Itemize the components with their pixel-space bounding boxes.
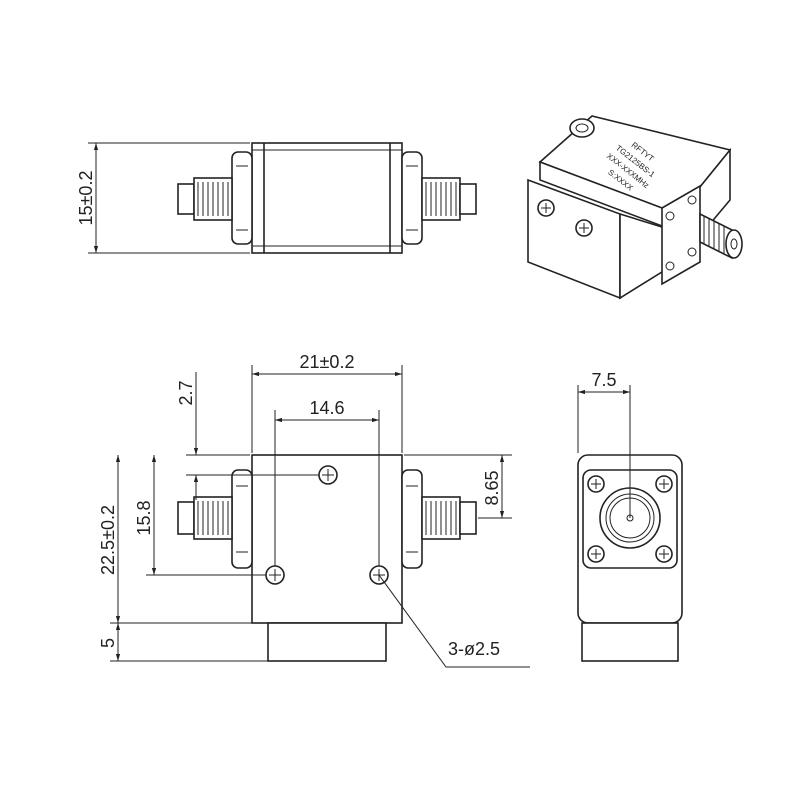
top-view-left-connector-tip: [177, 183, 195, 215]
holes-note-label: 3-ø2.5: [448, 639, 500, 659]
base-height-label: 5: [98, 638, 118, 648]
front-view-right-flange: [401, 469, 423, 569]
top-view-right-connector-tip: [459, 183, 477, 215]
connector-height-label: 8.65: [482, 470, 502, 505]
front-view-base: [267, 622, 387, 662]
height-front-label: 22.5±0.2: [98, 505, 118, 575]
iso-right-connector-tip: [725, 229, 743, 259]
iso-back-connector: [569, 118, 595, 138]
hole-spacing-y-label: 15.8: [134, 500, 154, 535]
hole-spacing-x-label: 14.6: [309, 398, 344, 418]
width-front-label: 21±0.2: [300, 352, 355, 372]
top-view: 15±0.2: [76, 142, 477, 254]
height-top-label: 15±0.2: [76, 171, 96, 226]
side-view-base: [581, 622, 679, 662]
front-view-right-connector-tip: [459, 501, 477, 535]
iso-right-flange: [661, 184, 701, 286]
front-view-left-connector-tip: [177, 501, 195, 535]
hole-offset-top-label: 2.7: [176, 380, 196, 405]
top-view-body: [251, 142, 403, 254]
side-connector-offset-label: 7.5: [591, 370, 616, 390]
front-view: 21±0.2 14.6 2.7 15.8 22.5±0.2 5 8.65 3-ø…: [98, 352, 530, 668]
side-view: 7.5: [577, 370, 683, 662]
front-view-body: [251, 454, 403, 624]
isometric-view: RFTYT TG2125BS-1 XXX-XXXMHz S:XXXX: [527, 115, 743, 300]
front-view-left-flange: [231, 469, 253, 569]
